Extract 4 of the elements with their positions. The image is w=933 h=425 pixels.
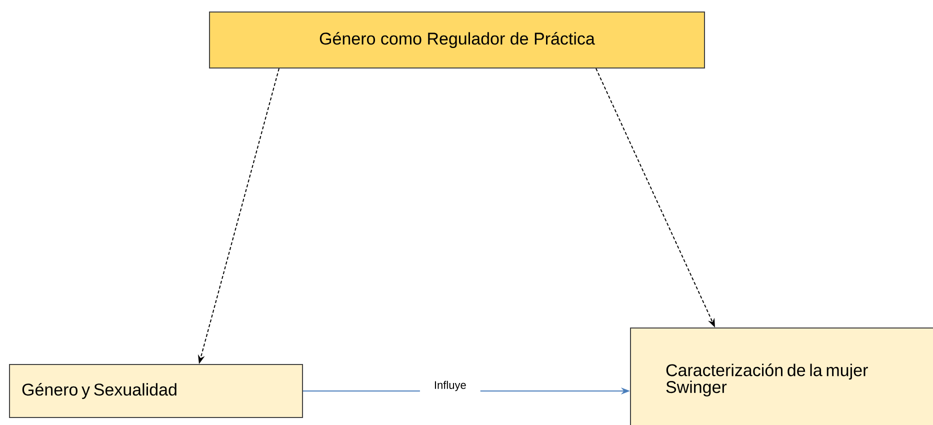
text-box: Género como Regulador de Práctica	[209, 12, 705, 68]
text-box: Caracterización de la mujer Swinger	[630, 328, 933, 425]
text-box: Género y Sexualidad	[9, 364, 303, 418]
edge-label: Influye	[420, 378, 480, 394]
